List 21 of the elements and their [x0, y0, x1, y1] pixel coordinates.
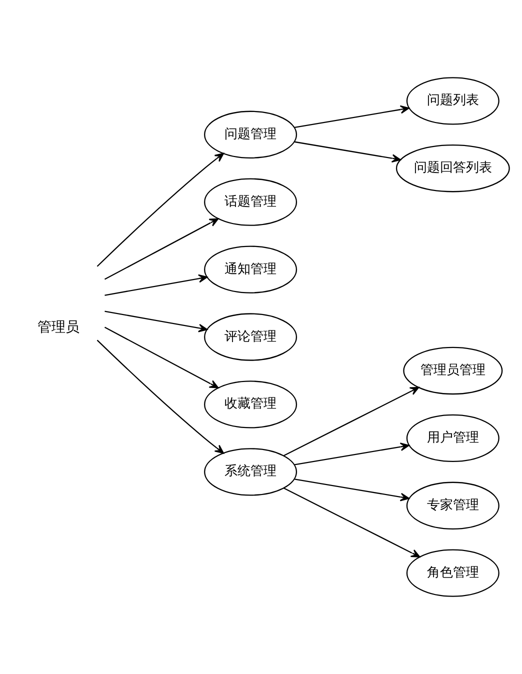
arrow: [294, 442, 410, 466]
node-ellipse: 通知管理: [204, 246, 298, 294]
arrow: [104, 218, 219, 280]
node-ellipse: 系统管理: [204, 448, 298, 496]
node-ellipse: 评论管理: [204, 313, 298, 361]
arrow: [96, 340, 224, 454]
node-ellipse: 问题列表: [406, 77, 500, 125]
arrow: [294, 478, 410, 502]
arrow: [104, 310, 208, 332]
arrow: [96, 152, 224, 267]
arrow: [284, 488, 420, 558]
node-ellipse: 用户管理: [406, 414, 500, 462]
node-ellipse: 专家管理: [406, 482, 500, 530]
arrow: [104, 326, 219, 388]
node-ellipse: 问题回答列表: [396, 144, 510, 192]
arrow: [284, 386, 420, 456]
arrow: [104, 274, 208, 296]
node-ellipse: 问题管理: [204, 110, 298, 158]
node-text: 管理员: [38, 319, 80, 336]
arrow: [294, 105, 410, 128]
arrow: [294, 141, 401, 163]
